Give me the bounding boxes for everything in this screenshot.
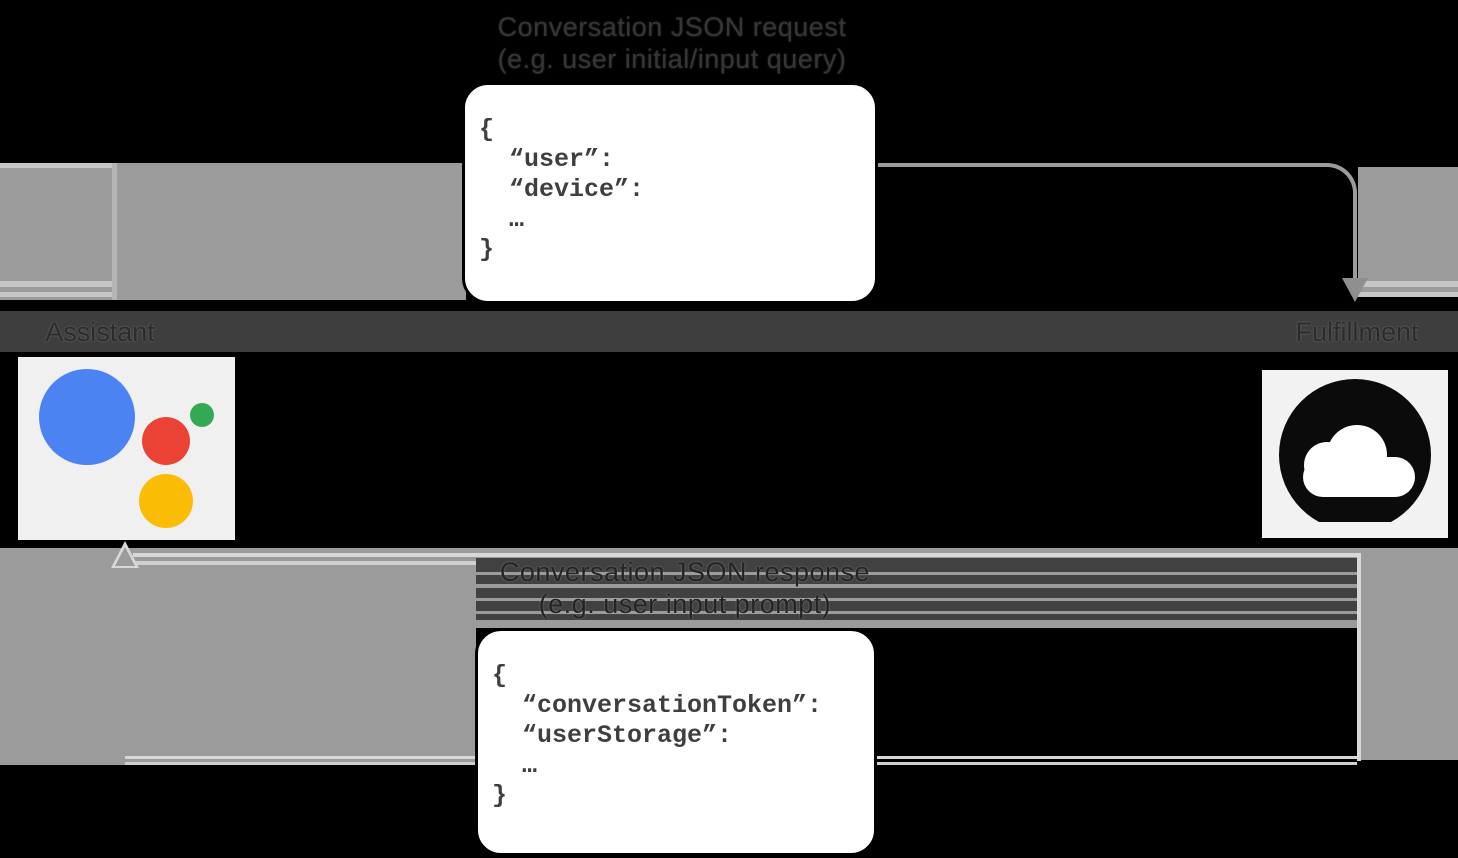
response-stripe-line [476, 598, 1357, 601]
request-arrow-top-line [0, 163, 113, 168]
request-arrow-left-stripe-inner [0, 287, 112, 292]
request-arrow-right-fill [1358, 167, 1458, 295]
response-arrow-line-top-2 [133, 561, 476, 565]
assistant-icon [18, 357, 235, 540]
response-json-card: { “conversationToken”: “userStorage”: … … [475, 628, 877, 856]
assistant-blue-dot [39, 369, 135, 465]
request-subtitle: (e.g. user initial/input query) [497, 44, 847, 74]
response-json-code: { “conversationToken”: “userStorage”: … … [492, 661, 823, 810]
request-arrow-corner [1310, 163, 1357, 282]
request-arrowhead-icon [1342, 278, 1368, 302]
request-arrow-vertical-segment [112, 163, 117, 300]
assistant-yellow-dot [139, 474, 193, 528]
response-arrow-left-fill [0, 628, 476, 765]
request-title: Conversation JSON request [497, 12, 847, 42]
request-json-code: { “user”: “device”: … } [479, 115, 645, 264]
response-arrow-right-fill [1357, 628, 1458, 760]
response-arrow-line-top [133, 553, 1361, 557]
fulfillment-label: Fulfillment [1295, 317, 1419, 347]
response-stripe-line [476, 572, 1357, 575]
response-subtitle: (e.g. user input prompt) [538, 589, 832, 619]
assistant-red-dot [142, 417, 190, 465]
response-arrowhead-inner [115, 547, 135, 566]
request-arrow-band [0, 163, 466, 300]
cloud-circle-flat-bottom [1279, 522, 1431, 538]
request-arrow-right-stripe-inner [1358, 287, 1458, 292]
response-stripe-line [476, 611, 1357, 614]
assistant-green-dot [190, 403, 214, 427]
request-json-card: { “user”: “device”: … } [462, 82, 878, 304]
fulfillment-icon [1262, 370, 1448, 538]
response-arrow-line-vertical [1357, 553, 1361, 761]
response-arrow-dark-stripes [476, 558, 1357, 620]
request-arrow-line [878, 163, 1314, 167]
response-title: Conversation JSON response [499, 557, 871, 587]
cloud-icon-base [1303, 457, 1415, 497]
entity-band [0, 311, 1458, 352]
response-stripe-line [476, 584, 1357, 588]
assistant-label: Assistant [45, 317, 155, 347]
